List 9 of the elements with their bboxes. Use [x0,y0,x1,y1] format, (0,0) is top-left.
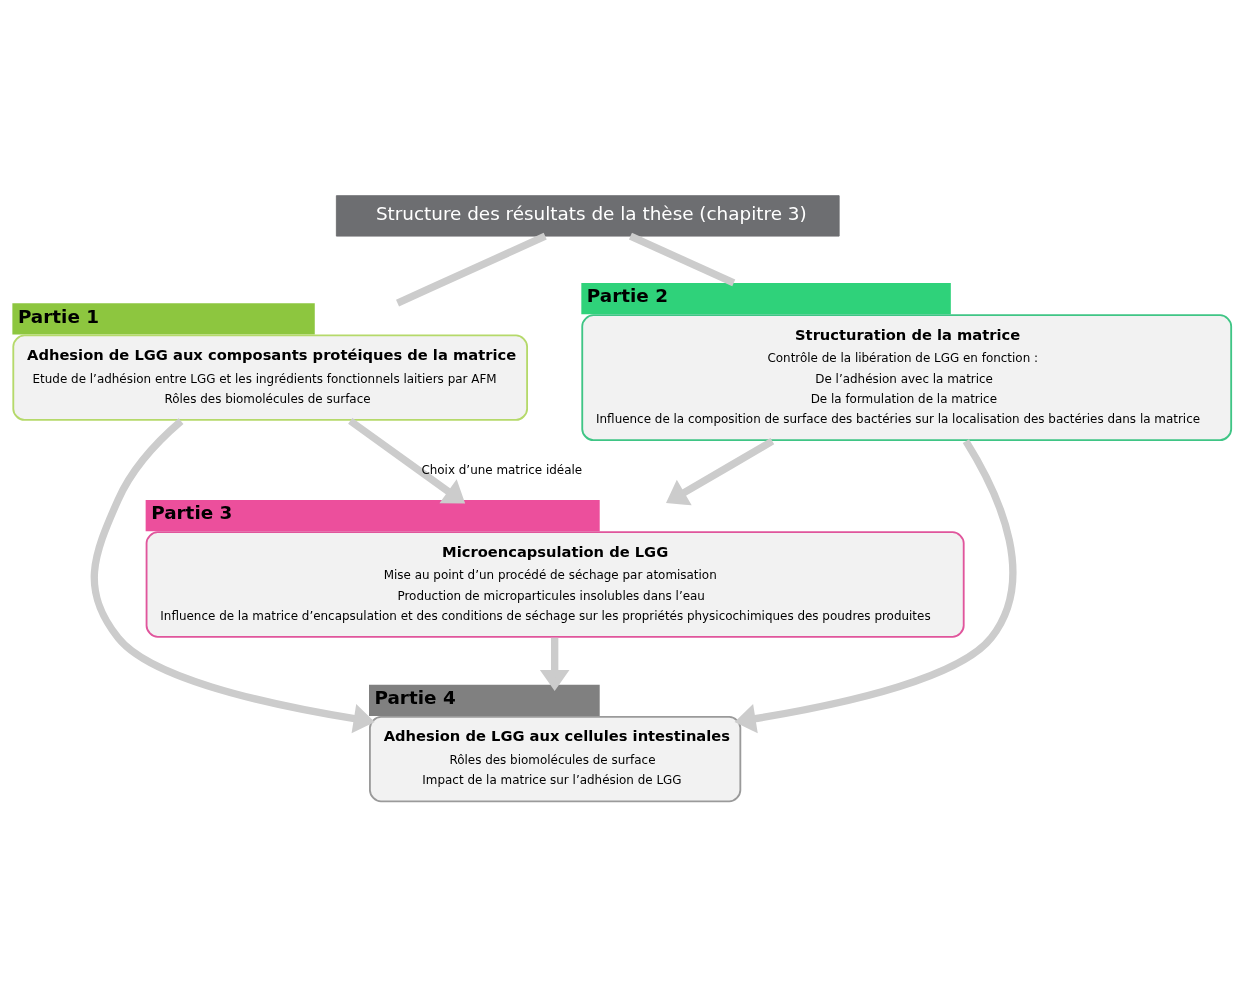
edge-label: Choix d’une matrice idéale [421,462,583,477]
arrow [666,438,775,506]
node-box: Structure des résultats de la thèse (chapitre 3) [335,195,840,237]
connector [396,232,547,307]
connector [628,232,736,287]
arrow [348,417,466,504]
arrow [90,418,375,734]
arrow [734,439,1017,734]
arrow [539,637,570,692]
